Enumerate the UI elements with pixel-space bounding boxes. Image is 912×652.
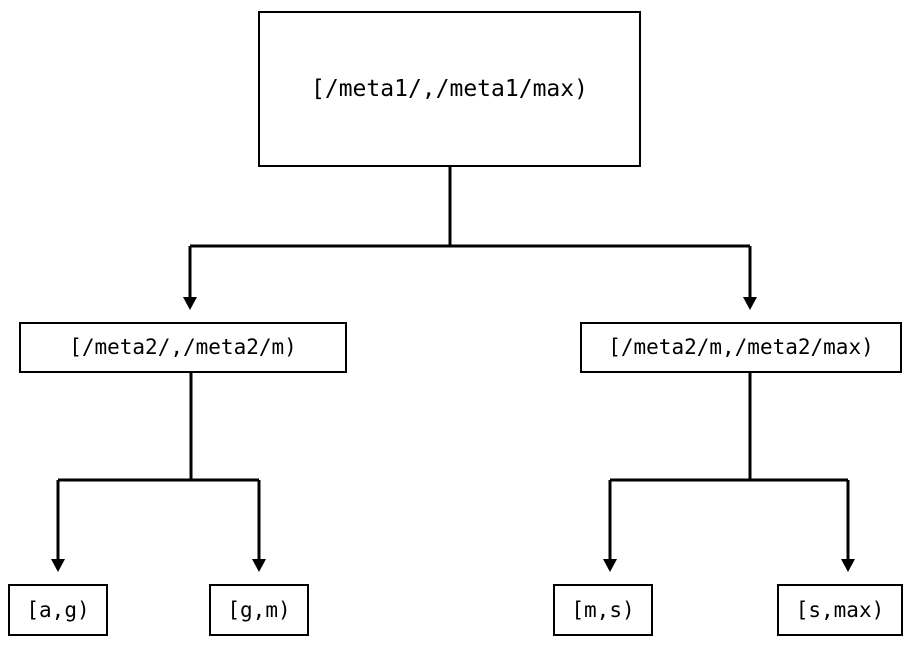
node-mid-right: [/meta2/m,/meta2/max) bbox=[580, 322, 902, 373]
node-root-label: [/meta1/,/meta1/max) bbox=[311, 75, 588, 102]
node-leaf-smax: [s,max) bbox=[777, 584, 903, 636]
node-root: [/meta1/,/meta1/max) bbox=[258, 11, 641, 167]
node-mid-left: [/meta2/,/meta2/m) bbox=[19, 322, 347, 373]
node-leaf-gm: [g,m) bbox=[209, 584, 309, 636]
node-mid-left-label: [/meta2/,/meta2/m) bbox=[69, 335, 297, 359]
node-mid-right-label: [/meta2/m,/meta2/max) bbox=[608, 335, 874, 359]
node-leaf-ag: [a,g) bbox=[8, 584, 108, 636]
node-leaf-gm-label: [g,m) bbox=[227, 597, 291, 622]
arrowhead-icon-mid-right-to-ms bbox=[603, 559, 617, 572]
arrowhead-icon-root-to-mid-right bbox=[743, 297, 757, 310]
node-leaf-ms: [m,s) bbox=[553, 584, 653, 636]
arrowhead-icon-root-to-mid-left bbox=[183, 297, 197, 310]
arrowhead-icon-mid-left-to-ag bbox=[51, 559, 65, 572]
node-leaf-ag-label: [a,g) bbox=[26, 597, 90, 622]
arrowhead-icon-mid-left-to-gm bbox=[252, 559, 266, 572]
node-leaf-smax-label: [s,max) bbox=[795, 597, 885, 622]
arrowhead-icon-mid-right-to-smax bbox=[841, 559, 855, 572]
node-leaf-ms-label: [m,s) bbox=[571, 597, 635, 622]
